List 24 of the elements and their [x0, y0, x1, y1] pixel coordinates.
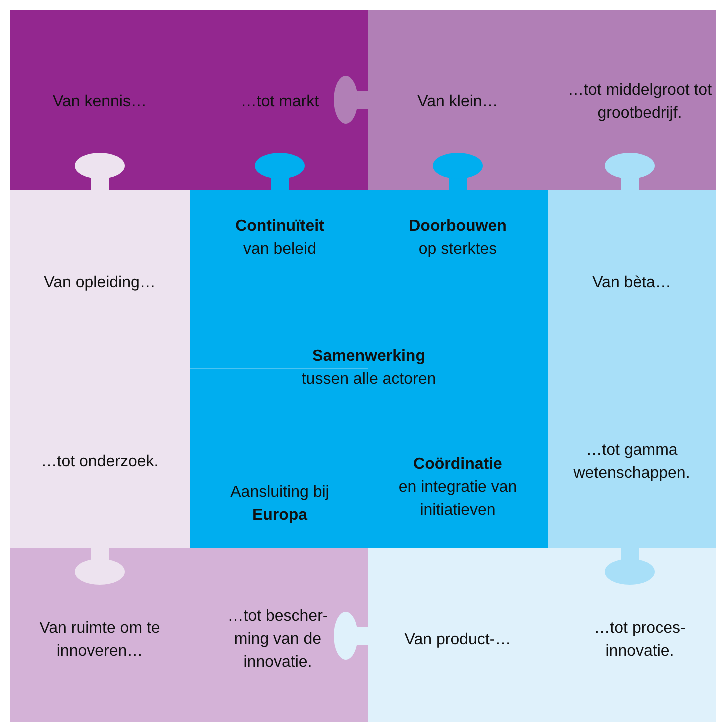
puzzle-text: Van ruimte om te innoveren…: [38, 618, 162, 662]
puzzle-text: Aansluiting bij Europa: [230, 482, 330, 526]
puzzle-text: …tot onderzoek.: [40, 452, 160, 472]
puzzle-text: …tot middelgroot tot grootbedrijf.: [566, 80, 714, 124]
puzzle-text: Samenwerking tussen alle actoren: [300, 346, 438, 390]
puzzle-text: Van bèta…: [592, 273, 672, 294]
puzzle-text: …tot bescher-ming van de innovatie.: [226, 607, 330, 674]
puzzle-piece: [10, 190, 190, 548]
puzzle-piece: [368, 10, 716, 190]
puzzle-text: Van product-…: [404, 630, 512, 650]
puzzle-text: …tot markt: [240, 92, 320, 112]
puzzle-piece: [10, 548, 368, 722]
puzzle-text: …tot gamma wetenschappen.: [572, 440, 692, 484]
puzzle-text: Coördinatie en integratie van initiatieven: [398, 455, 518, 522]
puzzle-text: Van kennis…: [52, 92, 148, 112]
puzzle-piece: [368, 548, 716, 722]
puzzle-text: Van opleiding…: [43, 273, 157, 294]
puzzle-text: …tot proces-innovatie.: [593, 618, 687, 662]
puzzle-text: Van klein…: [416, 92, 500, 112]
puzzle-text: Continuïteit van beleid: [234, 216, 326, 260]
puzzle-piece: [10, 10, 368, 190]
center-puzzle-piece: [190, 190, 548, 548]
puzzle-text: Doorbouwen op sterktes: [408, 216, 508, 260]
puzzle-piece: [548, 190, 716, 548]
